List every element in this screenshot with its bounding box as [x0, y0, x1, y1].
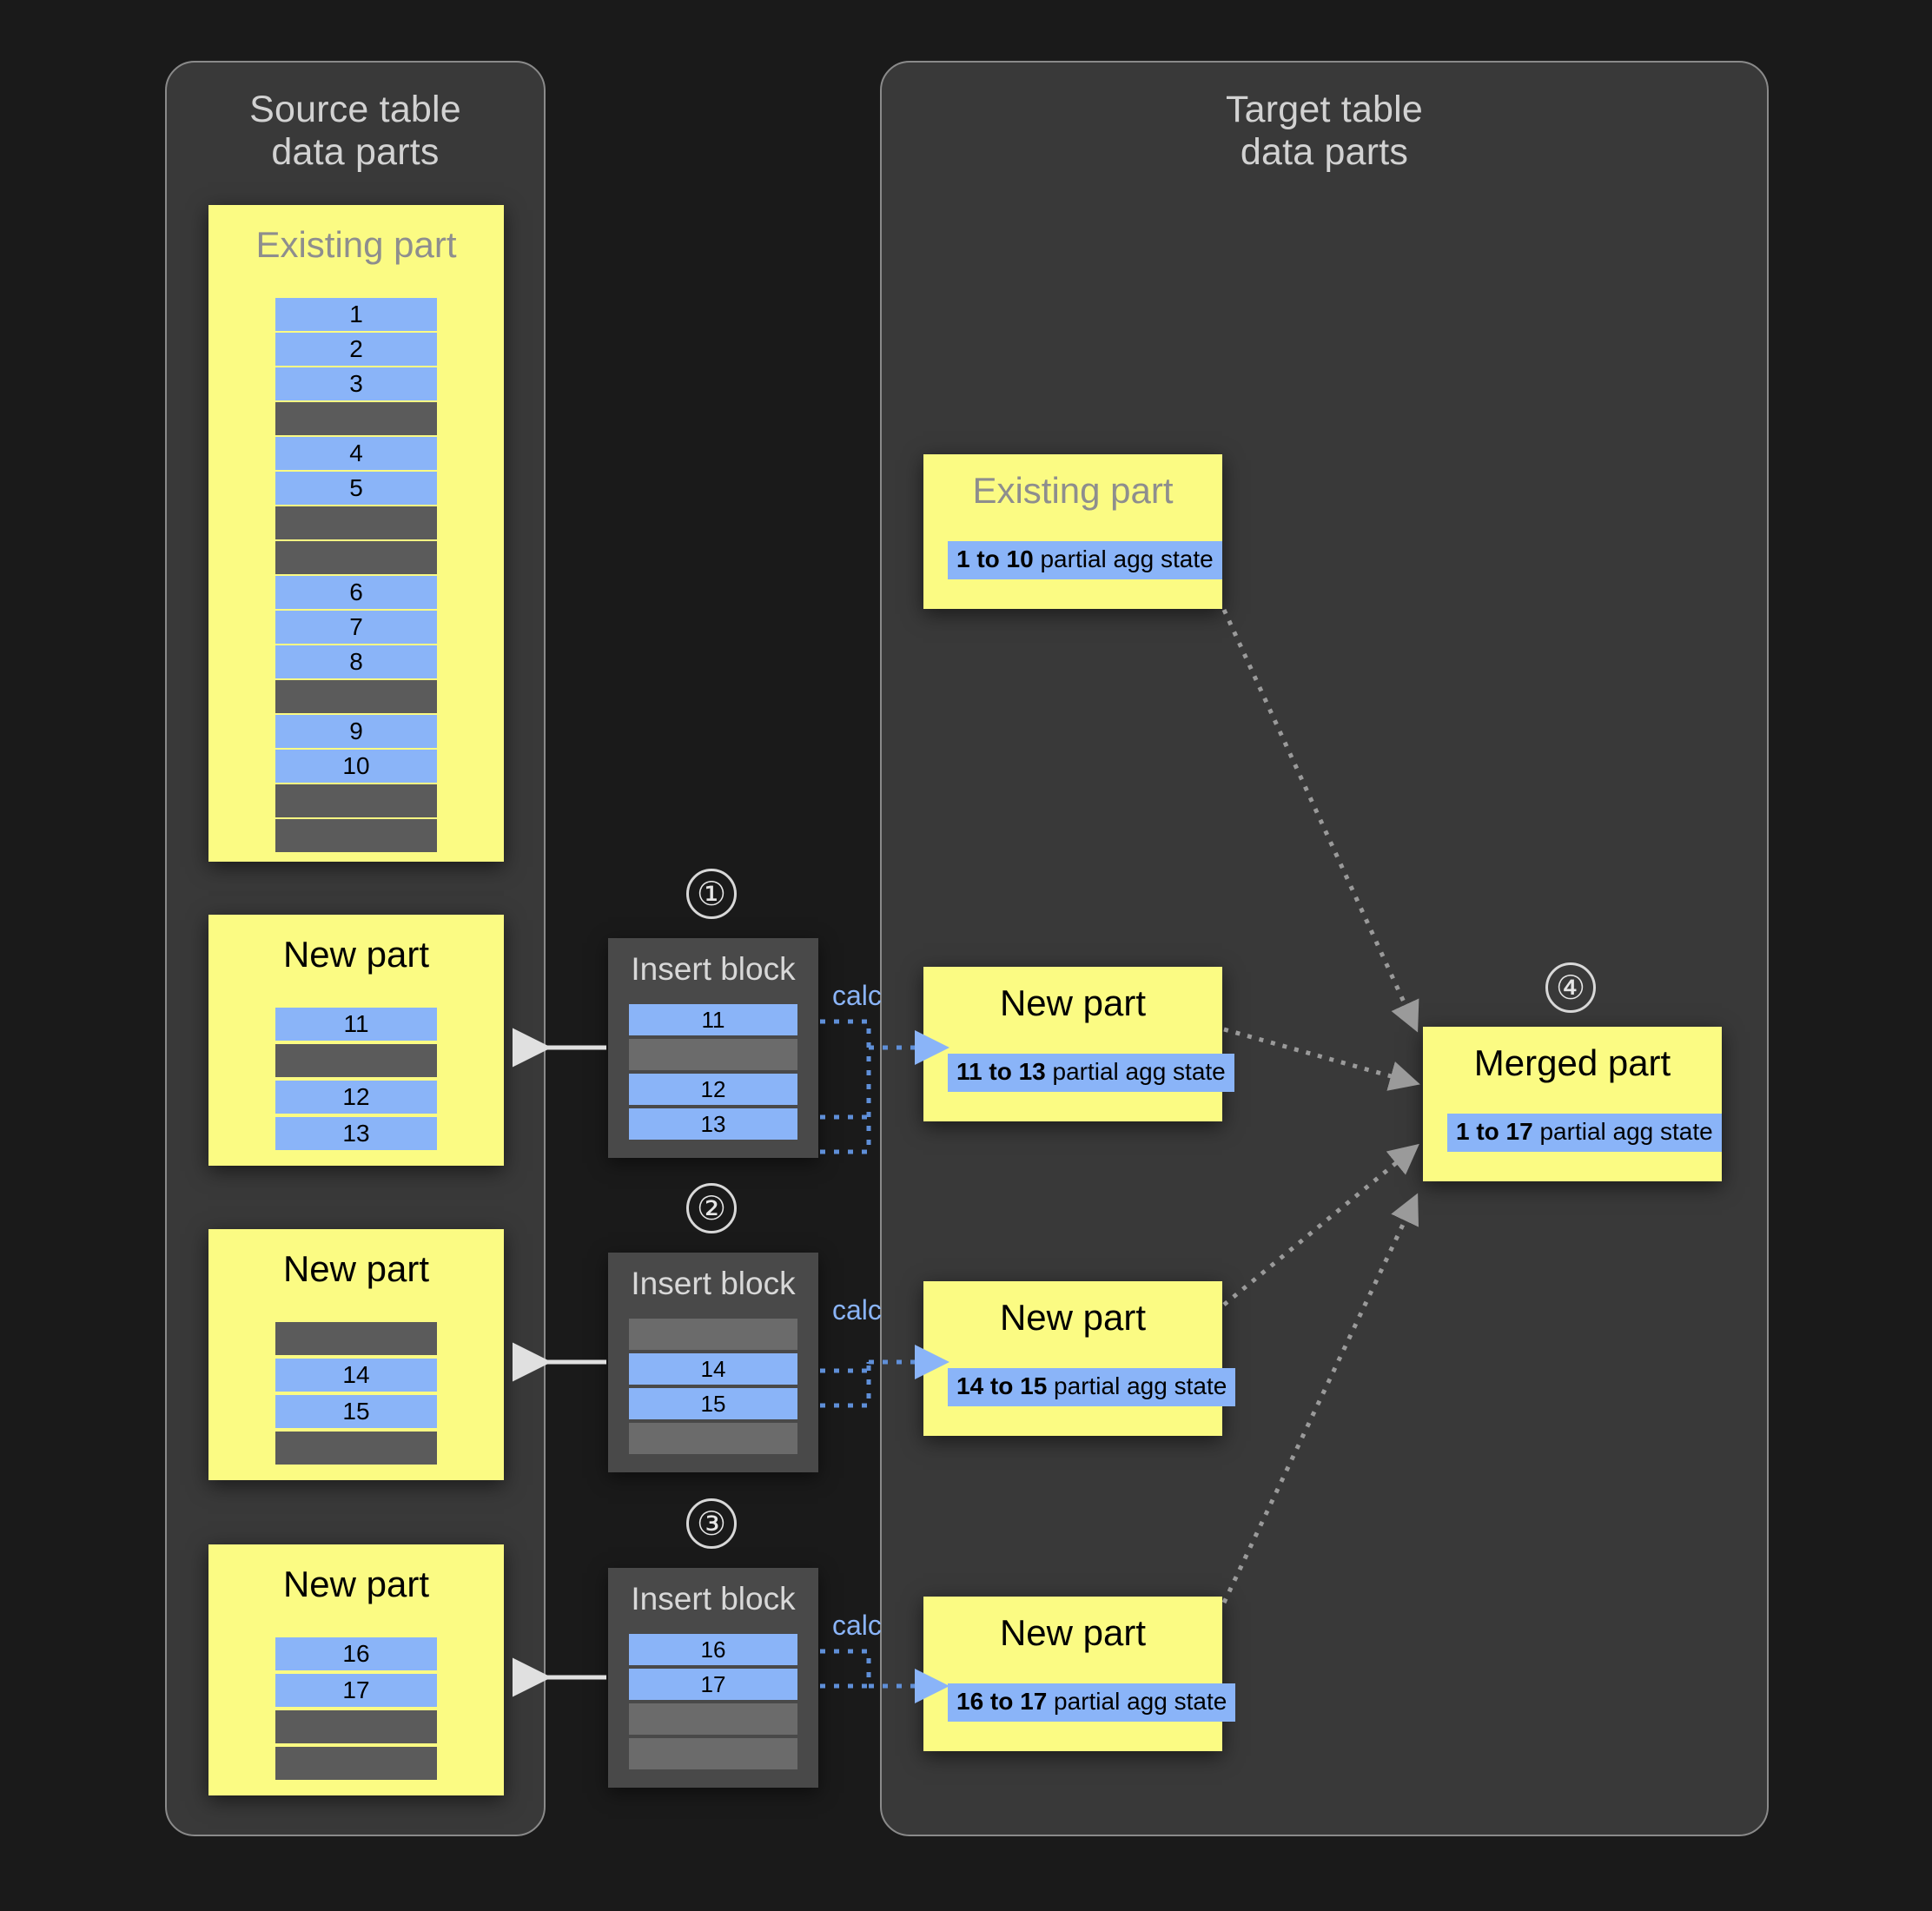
data-row: 13	[275, 1117, 437, 1150]
data-row: 2	[275, 333, 437, 366]
source-new-part-3-title: New part	[282, 1564, 430, 1604]
target-table-panel	[880, 61, 1769, 1836]
step-3-badge: ③	[686, 1498, 737, 1549]
calc-brace-3	[820, 1649, 871, 1689]
target-new-part-2-state: 14 to 15 partial agg state	[948, 1368, 1236, 1406]
state-suffix: partial agg state	[1532, 1118, 1713, 1145]
data-row: 16	[275, 1637, 437, 1670]
data-row: 11	[275, 1008, 437, 1041]
calc-label-3: calc	[832, 1610, 882, 1641]
state-range: 16 to 17	[956, 1688, 1048, 1715]
data-row: 16	[629, 1634, 797, 1665]
data-row: 12	[629, 1074, 797, 1105]
data-row: 15	[629, 1388, 797, 1419]
target-merged-part-state: 1 to 17 partial agg state	[1447, 1114, 1722, 1152]
data-row-hidden	[275, 1710, 437, 1743]
target-new-part-2: New part 14 to 15 partial agg state	[923, 1281, 1236, 1436]
calc-brace-2	[820, 1362, 871, 1408]
data-row: 15	[275, 1395, 437, 1428]
data-row-hidden	[275, 541, 437, 574]
target-new-part-3-title: New part	[999, 1612, 1147, 1653]
data-row-hidden	[275, 1044, 437, 1077]
data-row: 17	[275, 1674, 437, 1707]
calc-label-1: calc	[832, 980, 882, 1011]
state-range: 14 to 15	[956, 1372, 1048, 1399]
state-suffix: partial agg state	[1045, 1058, 1226, 1085]
data-row: 1	[275, 298, 437, 331]
step-4-badge: ④	[1545, 962, 1596, 1013]
state-range: 11 to 13	[956, 1058, 1046, 1085]
step-1-badge: ①	[686, 869, 737, 919]
source-table-panel-title: Source table data parts	[249, 89, 461, 174]
data-row-hidden	[629, 1423, 797, 1454]
data-row: 14	[629, 1353, 797, 1385]
data-row: 5	[275, 472, 437, 505]
target-table-panel-title: Target table data parts	[1225, 89, 1424, 174]
state-range: 1 to 17	[1456, 1118, 1533, 1145]
source-new-part-2-title: New part	[282, 1248, 430, 1289]
source-new-part-1-title: New part	[282, 934, 430, 975]
insert-block-2-title: Insert block	[631, 1266, 796, 1301]
data-row: 12	[275, 1081, 437, 1114]
data-row: 13	[629, 1108, 797, 1140]
target-new-part-3-state: 16 to 17 partial agg state	[948, 1683, 1236, 1722]
data-row-hidden	[275, 506, 437, 539]
data-row: 9	[275, 715, 437, 748]
target-existing-part-state: 1 to 10 partial agg state	[948, 541, 1222, 579]
target-new-part-2-title: New part	[999, 1297, 1147, 1338]
data-row-hidden	[275, 1432, 437, 1465]
data-row: 17	[629, 1669, 797, 1700]
target-new-part-3: New part 16 to 17 partial agg state	[923, 1597, 1236, 1751]
data-row: 11	[629, 1004, 797, 1035]
data-row: 6	[275, 576, 437, 609]
target-merged-part: Merged part 1 to 17 partial agg state	[1423, 1027, 1722, 1181]
insert-block-1-title: Insert block	[631, 951, 796, 987]
data-row: 8	[275, 645, 437, 678]
state-suffix: partial agg state	[1047, 1688, 1227, 1715]
data-row-hidden	[275, 819, 437, 852]
data-row-hidden	[275, 1747, 437, 1780]
data-row-hidden	[275, 1322, 437, 1355]
insert-block-3-title: Insert block	[631, 1581, 796, 1617]
calc-brace-1	[820, 1019, 871, 1154]
target-new-part-1: New part 11 to 13 partial agg state	[923, 967, 1234, 1121]
data-row: 10	[275, 750, 437, 783]
data-row-hidden	[629, 1039, 797, 1070]
state-range: 1 to 10	[956, 546, 1034, 572]
data-row: 4	[275, 437, 437, 470]
target-new-part-1-state: 11 to 13 partial agg state	[948, 1054, 1234, 1092]
step-2-badge: ②	[686, 1183, 737, 1233]
data-row: 7	[275, 611, 437, 644]
data-row-hidden	[629, 1703, 797, 1735]
source-existing-part-title: Existing part	[255, 224, 457, 265]
state-suffix: partial agg state	[1033, 546, 1214, 572]
data-row-hidden	[629, 1738, 797, 1769]
data-row-hidden	[275, 680, 437, 713]
data-row-hidden	[275, 402, 437, 435]
data-row: 3	[275, 367, 437, 400]
target-existing-part: Existing part 1 to 10 partial agg state	[923, 454, 1222, 609]
target-merged-part-title: Merged part	[1473, 1042, 1671, 1083]
target-existing-part-title: Existing part	[972, 470, 1174, 511]
calc-label-2: calc	[832, 1294, 882, 1326]
data-row: 14	[275, 1359, 437, 1392]
target-new-part-1-title: New part	[999, 982, 1147, 1023]
data-row-hidden	[275, 784, 437, 817]
data-row-hidden	[629, 1319, 797, 1350]
state-suffix: partial agg state	[1047, 1372, 1227, 1399]
